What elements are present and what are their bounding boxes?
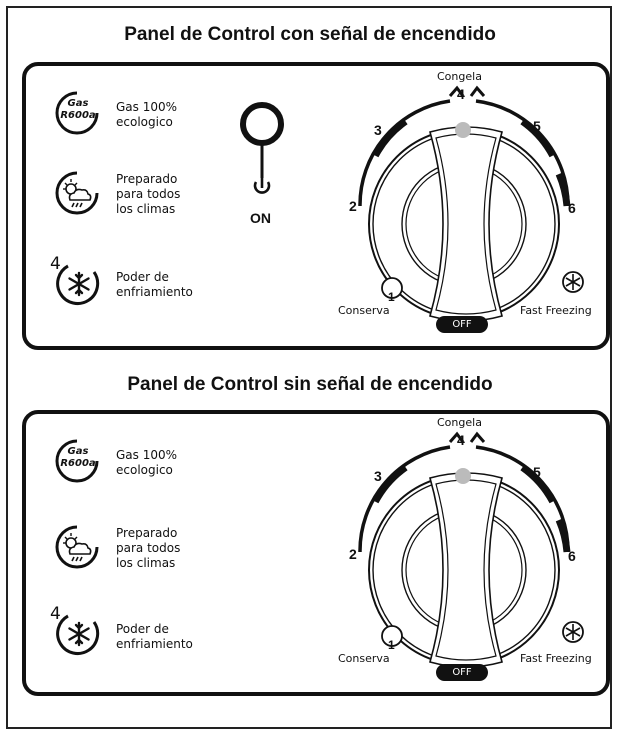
dial-number-6: 6 (568, 200, 576, 216)
feature-climate-line2: para todos (116, 187, 181, 201)
dial-off-position[interactable]: OFF (436, 664, 488, 681)
cooling-power-number: 4 (50, 254, 61, 274)
dial-number-1: 1 (388, 638, 395, 652)
feature-climate: Preparado para todos los climas (26, 170, 226, 230)
dial-number-2: 2 (349, 546, 357, 562)
panel-title-without-signal: Panel de Control sin señal de encendido (127, 374, 493, 395)
dial-label-conserva: Conserva (338, 304, 390, 317)
feature-climate-line3: los climas (116, 556, 176, 570)
feature-cooling-line1: Poder de (116, 622, 169, 636)
feature-climate-line1: Preparado (116, 526, 178, 540)
on-label: ON (250, 210, 271, 226)
dial-number-3: 3 (374, 122, 382, 138)
dial-label-fast-freezing: Fast Freezing (520, 304, 592, 317)
feature-cooling-line1: Poder de (116, 270, 169, 284)
feature-cooling: 4 Poder de enfriamiento (26, 604, 226, 670)
feature-cooling-line2: enfriamiento (116, 637, 193, 651)
feature-gas-line1: Gas 100% (116, 100, 178, 114)
dial-label-congela: Congela (437, 416, 482, 429)
weather-icon (55, 171, 99, 215)
snowflake-power-icon (56, 264, 100, 305)
dial-number-6: 6 (568, 548, 576, 564)
feature-climate-line3: los climas (116, 202, 176, 216)
gas-badge-line2: R600a (60, 458, 96, 469)
dial-number-5: 5 (533, 118, 541, 134)
feature-gas-line2: ecologico (116, 463, 173, 477)
feature-climate: Preparado para todos los climas (26, 524, 226, 584)
feature-gas-line2: ecologico (116, 115, 173, 129)
dial-number-4: 4 (457, 432, 465, 448)
gas-r600a-icon (55, 439, 99, 483)
dial-number-3: 3 (374, 468, 382, 484)
panel-title-with-signal: Panel de Control con señal de encendido (124, 24, 496, 45)
gas-badge-line2: R600a (60, 110, 96, 121)
dial-number-2: 2 (349, 198, 357, 214)
weather-icon (55, 525, 99, 569)
feature-cooling: 4 Poder de enfriamiento (26, 254, 226, 320)
feature-cooling-line2: enfriamiento (116, 285, 193, 299)
gas-badge-line1: Gas (67, 446, 89, 457)
dial-number-5: 5 (533, 464, 541, 480)
feature-gas-line1: Gas 100% (116, 448, 178, 462)
dial-label-fast-freezing: Fast Freezing (520, 652, 592, 665)
thermostat-dial[interactable] (326, 66, 610, 346)
dial-label-congela: Congela (437, 70, 482, 83)
cooling-power-number: 4 (50, 604, 61, 624)
dial-number-1: 1 (388, 290, 395, 304)
feature-climate-line2: para todos (116, 541, 181, 555)
feature-climate-line1: Preparado (116, 172, 178, 186)
gas-r600a-icon (55, 91, 99, 135)
dial-label-conserva: Conserva (338, 652, 390, 665)
dial-off-position[interactable]: OFF (436, 316, 488, 333)
dial-number-4: 4 (457, 86, 465, 102)
power-indicator-light (240, 102, 284, 194)
gas-badge-line1: Gas (67, 98, 89, 109)
snowflake-power-icon (56, 614, 100, 655)
thermostat-dial[interactable] (326, 412, 610, 692)
